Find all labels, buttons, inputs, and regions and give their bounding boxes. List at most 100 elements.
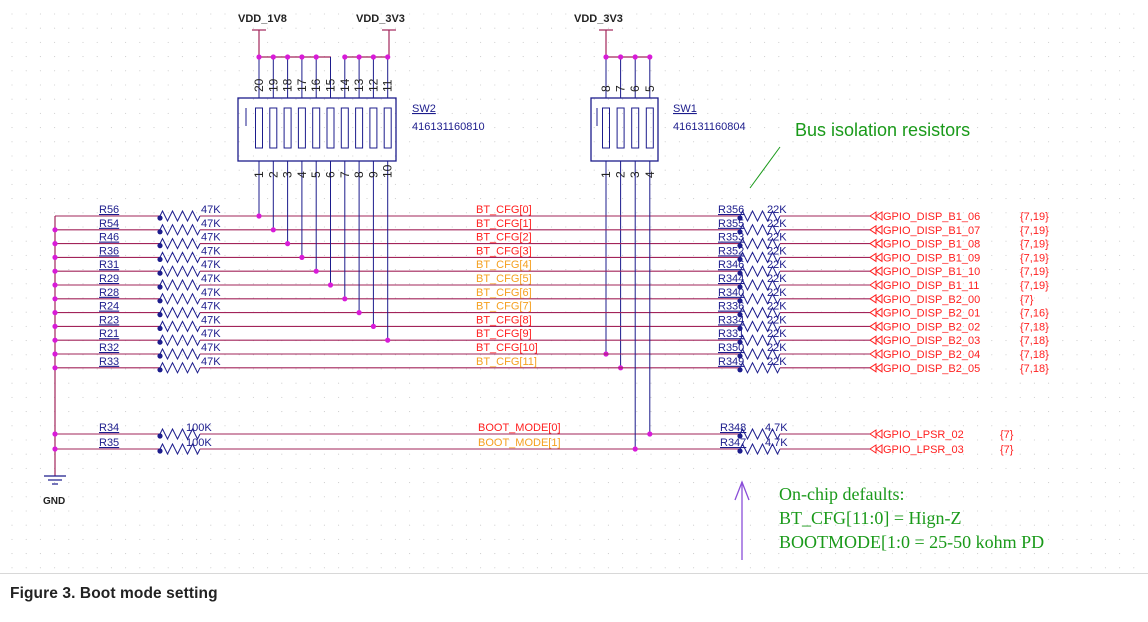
grid-dot xyxy=(906,567,908,569)
grid-dot xyxy=(68,226,70,228)
grid-dot xyxy=(1033,169,1035,171)
grid-dot xyxy=(181,155,183,157)
grid-dot xyxy=(68,70,70,72)
grid-dot xyxy=(68,382,70,384)
grid-dot xyxy=(920,340,922,342)
grid-dot xyxy=(522,411,524,413)
grid-dot xyxy=(153,269,155,271)
grid-dot xyxy=(139,283,141,285)
grid-dot xyxy=(607,70,609,72)
grid-dot xyxy=(565,510,567,512)
right-resistor-ref: R350 xyxy=(718,342,744,354)
grid-dot xyxy=(536,198,538,200)
grid-dot xyxy=(835,27,837,29)
grid-dot xyxy=(962,567,964,569)
grid-dot xyxy=(380,127,382,129)
grid-dot xyxy=(806,382,808,384)
grid-dot xyxy=(153,226,155,228)
grid-dot xyxy=(991,169,993,171)
grid-dot xyxy=(110,368,112,370)
grid-dot xyxy=(678,567,680,569)
grid-dot xyxy=(579,141,581,143)
grid-dot xyxy=(196,510,198,512)
grid-dot xyxy=(820,13,822,15)
grid-dot xyxy=(380,198,382,200)
grid-dot xyxy=(551,411,553,413)
grid-dot xyxy=(664,567,666,569)
grid-dot xyxy=(1019,453,1021,455)
grid-dot xyxy=(721,411,723,413)
grid-dot xyxy=(1133,425,1135,427)
grid-dot xyxy=(749,439,751,441)
grid-dot xyxy=(607,127,609,129)
grid-dot xyxy=(536,27,538,29)
grid-dot xyxy=(891,340,893,342)
grid-dot xyxy=(423,553,425,555)
grid-dot xyxy=(437,510,439,512)
grid-dot xyxy=(1076,56,1078,58)
grid-dot xyxy=(1104,198,1106,200)
grid-dot xyxy=(167,297,169,299)
grid-dot xyxy=(11,425,13,427)
grid-dot xyxy=(338,183,340,185)
grid-dot xyxy=(707,56,709,58)
grid-dot xyxy=(806,496,808,498)
grid-dot xyxy=(323,112,325,114)
grid-dot xyxy=(465,439,467,441)
grid-dot xyxy=(977,212,979,214)
grid-dot xyxy=(82,382,84,384)
left-resistor-value: 47K xyxy=(201,259,221,271)
grid-dot xyxy=(295,283,297,285)
grid-dot xyxy=(267,226,269,228)
grid-dot xyxy=(224,254,226,256)
grid-dot xyxy=(551,538,553,540)
grid-dot xyxy=(877,467,879,469)
grid-dot xyxy=(110,453,112,455)
grid-dot xyxy=(196,382,198,384)
grid-dot xyxy=(224,439,226,441)
grid-dot xyxy=(181,13,183,15)
grid-dot xyxy=(522,482,524,484)
resistor-pin-dot xyxy=(737,339,743,345)
grid-dot xyxy=(636,183,638,185)
grid-dot xyxy=(465,226,467,228)
grid-dot xyxy=(593,41,595,43)
grid-dot xyxy=(991,98,993,100)
grid-dot xyxy=(267,396,269,398)
grid-dot xyxy=(323,41,325,43)
grid-dot xyxy=(82,453,84,455)
right-resistor xyxy=(739,306,781,319)
grid-dot xyxy=(991,269,993,271)
grid-dot xyxy=(636,240,638,242)
grid-dot xyxy=(906,439,908,441)
grid-dot xyxy=(650,141,652,143)
right-resistor-ref: R344 xyxy=(718,273,744,285)
grid-dot xyxy=(181,183,183,185)
resistor-pin-dot xyxy=(157,433,163,439)
grid-dot xyxy=(451,453,453,455)
grid-dot xyxy=(1019,269,1021,271)
grid-dot xyxy=(494,155,496,157)
grid-dot xyxy=(465,56,467,58)
grid-dot xyxy=(664,538,666,540)
grid-dot xyxy=(977,84,979,86)
grid-dot xyxy=(820,56,822,58)
grid-dot xyxy=(323,226,325,228)
grid-dot xyxy=(366,467,368,469)
grid-dot xyxy=(991,56,993,58)
left-resistor-value: 47K xyxy=(201,287,221,299)
grid-dot xyxy=(494,396,496,398)
offpage-connector xyxy=(869,266,877,277)
grid-dot xyxy=(25,254,27,256)
grid-dot xyxy=(366,169,368,171)
grid-dot xyxy=(494,27,496,29)
grid-dot xyxy=(11,27,13,29)
grid-dot xyxy=(352,453,354,455)
grid-dot xyxy=(1119,510,1121,512)
grid-dot xyxy=(238,13,240,15)
grid-dot xyxy=(1005,396,1007,398)
grid-dot xyxy=(664,155,666,157)
grid-dot xyxy=(465,382,467,384)
grid-dot xyxy=(394,510,396,512)
grid-dot xyxy=(593,112,595,114)
